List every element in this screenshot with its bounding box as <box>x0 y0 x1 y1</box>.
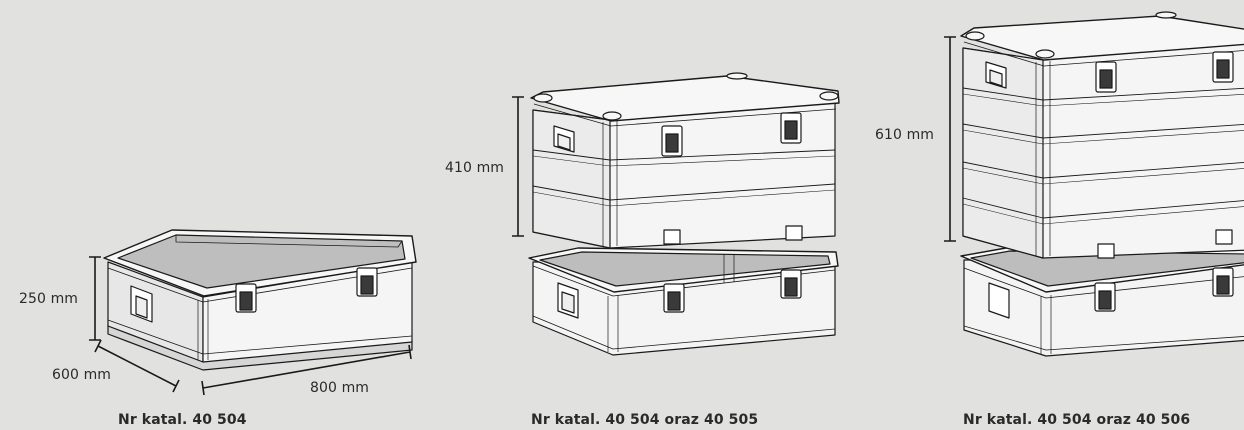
box2-catalog-caption: Nr katal. 40 504 oraz 40 505 <box>531 412 759 428</box>
two-part-case-illustration <box>528 72 840 356</box>
box3-height-label: 610 mm <box>875 127 935 143</box>
box3-catalog-caption: Nr katal. 40 504 oraz 40 506 <box>963 412 1191 428</box>
box1-dimension-lines <box>89 256 412 396</box>
box3-dimension-line <box>944 36 956 242</box>
box1-width-label: 800 mm <box>310 380 370 396</box>
box1-depth-label: 600 mm <box>52 367 112 383</box>
box1-height-label: 250 mm <box>19 291 79 307</box>
box1-catalog-caption: Nr katal. 40 504 <box>118 412 247 428</box>
box2-dimension-line <box>512 96 524 237</box>
three-part-case-illustration <box>960 11 1244 357</box>
box2-height-label: 410 mm <box>445 160 505 176</box>
open-case-illustration <box>103 229 417 371</box>
